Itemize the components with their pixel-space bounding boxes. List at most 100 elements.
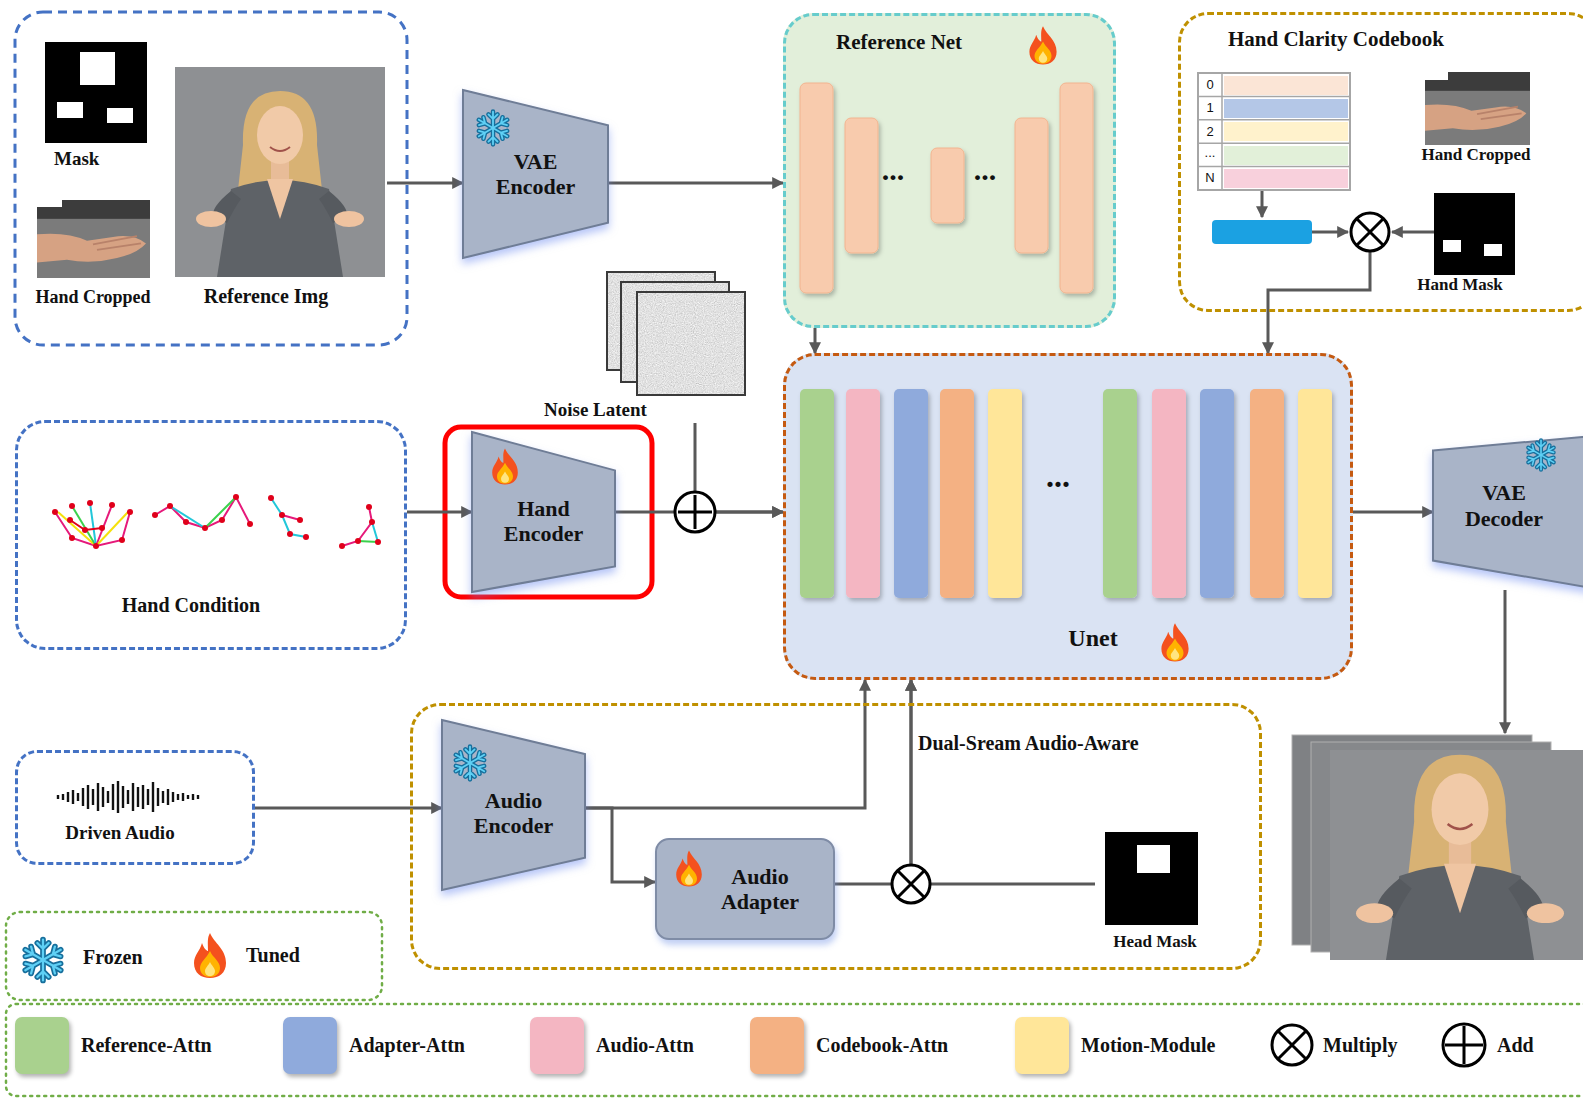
- ellipsis: ...: [882, 153, 905, 188]
- connector-arrow: [387, 182, 463, 185]
- table-index: ...: [1205, 146, 1216, 161]
- input-panel: Hand Condition: [15, 420, 407, 650]
- image-caption: Noise Latent: [540, 268, 750, 423]
- connector-arrow: [1353, 511, 1433, 514]
- legend-swatch: [283, 1017, 337, 1074]
- encoder-trapezoid: Audio Encoder: [442, 720, 585, 890]
- frozen-icon: [454, 747, 487, 780]
- legend-text: Frozen: [83, 946, 143, 969]
- ellipsis: ...: [974, 153, 997, 188]
- node-text: VAE Decoder: [1454, 480, 1554, 531]
- unet-panel: [783, 353, 1353, 680]
- node-text: Hand Encoder: [494, 496, 594, 547]
- tuned-icon: [1029, 26, 1056, 64]
- trapezoid-fill: [1433, 435, 1583, 590]
- legend-text: Audio-Attn: [596, 1034, 694, 1057]
- connector-arrow: [835, 680, 911, 884]
- legend-text: Codebook-Attn: [816, 1034, 948, 1057]
- image-caption: Hand Cropped: [1412, 70, 1540, 167]
- ellipsis: ...: [1046, 458, 1070, 495]
- legend-item: Codebook-Attn: [750, 1015, 948, 1075]
- audio-waveform: [58, 781, 198, 813]
- frozen-icon: [1526, 440, 1556, 469]
- image-caption: Reference Img: [175, 65, 387, 310]
- reference-net-panel: [783, 13, 1116, 328]
- legend-item: Tuned: [246, 925, 300, 985]
- multiply-symbol: [892, 865, 930, 903]
- node-text: Noise Latent: [544, 399, 647, 421]
- encoder-trapezoid: VAE Encoder: [463, 90, 608, 258]
- hand-mask-image: [1434, 193, 1515, 275]
- legend-item: Reference-Attn: [15, 1015, 212, 1075]
- add-symbol: [1443, 1024, 1485, 1066]
- image-caption: Hand Cropped: [28, 198, 158, 310]
- trapezoid-fill: [442, 720, 585, 890]
- encoder-trapezoid: Hand Encoder: [472, 432, 615, 592]
- output-frames: [1292, 590, 1583, 985]
- node-text: Head Mask: [1113, 932, 1197, 952]
- node-text: Hand Clarity Codebook: [1228, 27, 1444, 51]
- head-mask-image: [1105, 832, 1198, 925]
- label-holder: ...: [974, 153, 997, 188]
- connector-arrow: [585, 808, 655, 882]
- node-text: Reference Img: [204, 285, 329, 308]
- image-caption: Mask: [40, 40, 155, 172]
- legend-swatch: [530, 1017, 584, 1074]
- legend-item: Frozen: [83, 927, 143, 987]
- legend-item: Add: [1497, 1015, 1534, 1075]
- module-panel: Hand Clarity CodebookHand CroppedHand Ma…: [1178, 12, 1583, 312]
- node-text: Audio Adapter: [700, 864, 820, 915]
- legend-item: Motion-Module: [1015, 1015, 1215, 1075]
- legend-item: Audio-Attn: [530, 1015, 694, 1075]
- module-panel: Dual-Sream Audio-Aware Audio EncoderAudio…: [410, 703, 1262, 970]
- legend-text: Motion-Module: [1081, 1034, 1215, 1057]
- image-caption: Hand Mask: [1400, 190, 1520, 297]
- node-text: Dual-Sream Audio-Aware: [918, 732, 1139, 755]
- legend-item: Multiply: [1323, 1015, 1397, 1075]
- connector-arrow: [585, 680, 865, 808]
- node-text: Reference Net: [836, 30, 962, 54]
- node-text: Hand Mask: [1417, 275, 1503, 295]
- tuned-icon: [676, 850, 702, 886]
- label-holder: 2: [1206, 125, 1213, 140]
- table-index: 2: [1206, 125, 1213, 140]
- adapter-box: Audio Adapter: [655, 838, 835, 940]
- node-text: Mask: [54, 148, 99, 170]
- tuned-icon: [492, 448, 518, 484]
- node-text: Hand Condition: [122, 594, 260, 617]
- decoder-trapezoid: VAE Decoder: [1433, 435, 1583, 590]
- legend-text: Multiply: [1323, 1034, 1397, 1057]
- legend-item: Adapter-Attn: [283, 1015, 465, 1075]
- legend-swatch: [1015, 1017, 1069, 1074]
- legend-text: Add: [1497, 1034, 1534, 1057]
- module-panel: Unet: [783, 353, 1353, 680]
- mask-image: [45, 42, 147, 143]
- legend-text: Adapter-Attn: [349, 1034, 465, 1057]
- label-holder: ...: [1205, 146, 1216, 161]
- add-symbol: [675, 492, 715, 532]
- frozen-icon: [477, 112, 510, 145]
- node-text: Hand Cropped: [35, 287, 150, 308]
- hand-crop-image: [37, 200, 150, 278]
- input-panel: Driven Audio: [15, 750, 255, 865]
- legend-text: Tuned: [246, 944, 300, 967]
- node-text: VAE Encoder: [486, 149, 586, 200]
- node-text: Hand Cropped: [1422, 145, 1531, 165]
- connector-arrow: [608, 182, 783, 185]
- connector-arrow: [1267, 312, 1270, 353]
- connector-arrow: [255, 807, 442, 810]
- module-panel: Reference Net: [783, 13, 1116, 328]
- legend-swatch: [15, 1017, 69, 1074]
- node-text: Unet: [1068, 625, 1117, 653]
- trapezoid-fill: [463, 90, 608, 258]
- label-holder: ...: [1046, 458, 1070, 495]
- legend-text: Reference-Attn: [81, 1034, 212, 1057]
- trapezoid-fill: [472, 432, 615, 592]
- connector-arrow: [814, 328, 817, 353]
- connector-arrow: [407, 511, 472, 514]
- label-holder: 0: [1206, 78, 1213, 93]
- input-group-outline: [15, 12, 407, 345]
- node-text: Driven Audio: [65, 822, 174, 844]
